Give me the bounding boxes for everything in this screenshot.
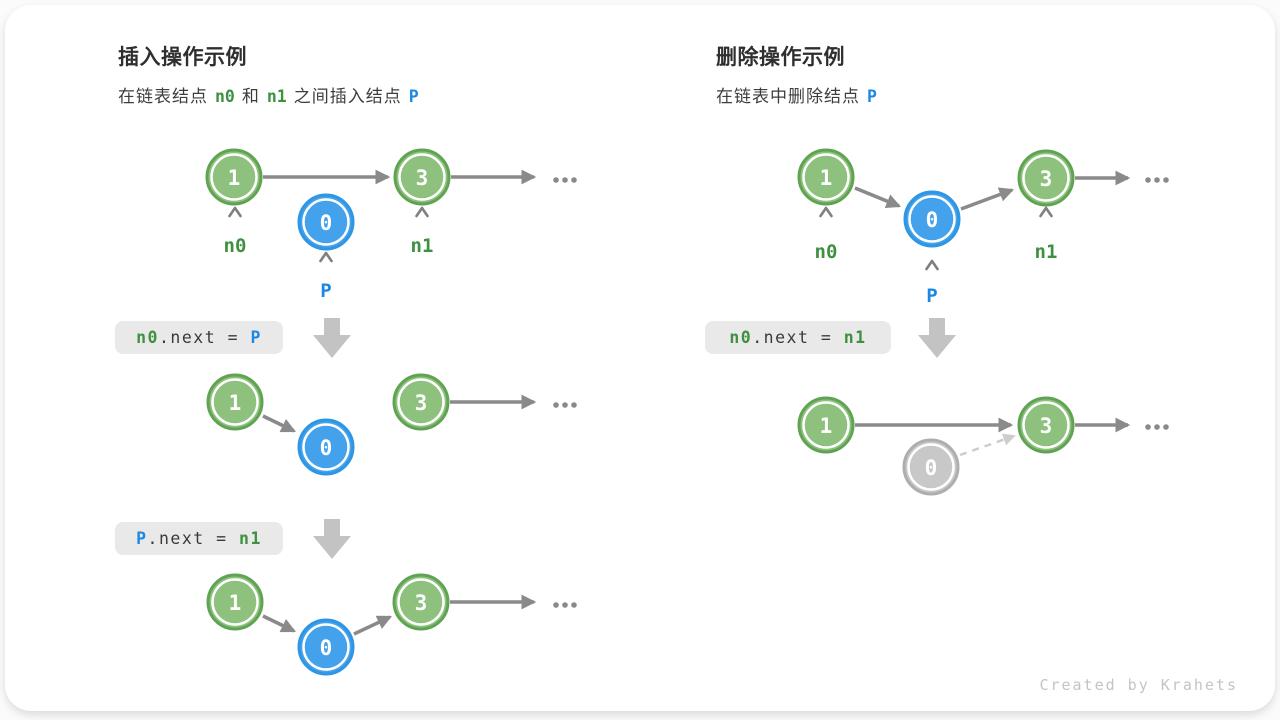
insert-step2-diagram: 1 3 0 [206, 373, 577, 476]
subtitle-text: 在链表中删除结点 [716, 87, 860, 106]
code-op: .next = [752, 328, 844, 347]
node-value: 0 [926, 208, 939, 232]
pointer-label-n0: n0 [815, 241, 838, 263]
node-value: 1 [228, 166, 241, 190]
edge-P-to-3 [960, 187, 1015, 211]
code-rhs: n1 [239, 529, 262, 548]
node-P: 0 [903, 190, 961, 248]
node-P: 0 [297, 418, 355, 476]
code-rhs: n1 [843, 328, 867, 347]
ellipsis-dots [553, 402, 577, 408]
node-value: 0 [320, 636, 333, 660]
node-value: 3 [1040, 414, 1053, 438]
code-lhs: P [136, 529, 148, 548]
caret-n0-icon [228, 206, 242, 218]
node-1: 1 [205, 148, 263, 206]
edge-removed-P-to-3-dashed [959, 433, 1016, 457]
node-3: 3 [1017, 149, 1075, 207]
ellipsis-dots [1145, 424, 1169, 430]
node-3: 3 [1017, 396, 1075, 454]
node-value: 3 [416, 166, 429, 190]
caret-n1-icon [1039, 206, 1053, 218]
insert-section-subtitle: 在链表结点 n0 和 n1 之间插入结点 P [118, 82, 426, 107]
block-down-arrow-icon [918, 318, 956, 358]
code-lhs: n0 [729, 328, 753, 347]
delete-section-title: 删除操作示例 [716, 46, 845, 69]
edge-P-to-3 [353, 615, 392, 636]
node-value: 1 [820, 414, 833, 438]
node-P-removed: 0 [902, 438, 960, 496]
p-token: P [408, 87, 419, 106]
subtitle-text: 之间插入结点 [293, 87, 402, 106]
delete-step2-diagram: 0 1 3 [797, 396, 1169, 496]
caret-p-icon [925, 259, 939, 271]
node-1: 1 [797, 396, 855, 454]
pointer-label-n1: n1 [411, 235, 434, 257]
credit-text: Created by Krahets [1039, 676, 1238, 694]
subtitle-text: 在链表结点 [118, 87, 208, 106]
code-op: .next = [147, 529, 240, 548]
insert-step3-diagram: 1 3 0 [206, 573, 577, 676]
ellipsis-dots [553, 602, 577, 608]
caret-n0-icon [819, 206, 833, 218]
node-P: 0 [297, 618, 355, 676]
node-3: 3 [392, 573, 450, 631]
p-token: P [867, 87, 877, 106]
node-3: 3 [393, 148, 451, 206]
caret-n1-icon [415, 206, 429, 218]
block-down-arrow-icon [313, 318, 351, 358]
pointer-label-n0: n0 [224, 235, 247, 257]
code-lhs: n0 [136, 328, 159, 347]
insert-section-title: 插入操作示例 [118, 46, 247, 69]
edge-1-to-P [262, 414, 296, 433]
node-value: 1 [229, 391, 242, 415]
pointer-label-n1: n1 [1035, 241, 1058, 263]
node-value: 0 [925, 456, 938, 480]
caret-p-icon [319, 251, 333, 263]
code-n0-next-n1: n0.next = n1 [705, 321, 891, 354]
code-rhs: P [250, 328, 262, 347]
node-value: 1 [820, 166, 833, 190]
node-3: 3 [392, 373, 450, 431]
edge-1-to-P [262, 614, 296, 633]
subtitle-text: 和 [241, 87, 260, 106]
block-down-arrow-icon [313, 519, 351, 559]
node-1: 1 [206, 373, 264, 431]
node-value: 1 [229, 591, 242, 615]
code-n0-next-p: n0.next = P [115, 321, 283, 354]
node-1: 1 [206, 573, 264, 631]
code-op: .next = [158, 328, 251, 347]
n0-token: n0 [215, 87, 235, 106]
node-value: 0 [320, 436, 333, 460]
pointer-label-p: P [926, 285, 937, 307]
ellipsis-dots [553, 177, 577, 183]
delete-section-subtitle: 在链表中删除结点 P [716, 82, 884, 107]
delete-step1-diagram: 1 3 0 n0 n1 P [797, 148, 1169, 307]
node-value: 3 [415, 591, 428, 615]
n1-token: n1 [266, 87, 287, 106]
node-value: 3 [1040, 167, 1053, 191]
insert-step1-diagram: 1 3 0 n0 n1 P [205, 148, 577, 302]
node-value: 0 [320, 211, 333, 235]
node-P: 0 [297, 193, 355, 251]
node-1: 1 [797, 148, 855, 206]
node-value: 3 [415, 391, 428, 415]
ellipsis-dots [1145, 177, 1169, 183]
edge-1-to-P [854, 186, 902, 209]
code-p-next-n1: P.next = n1 [115, 522, 283, 555]
pointer-label-p: P [320, 280, 331, 302]
